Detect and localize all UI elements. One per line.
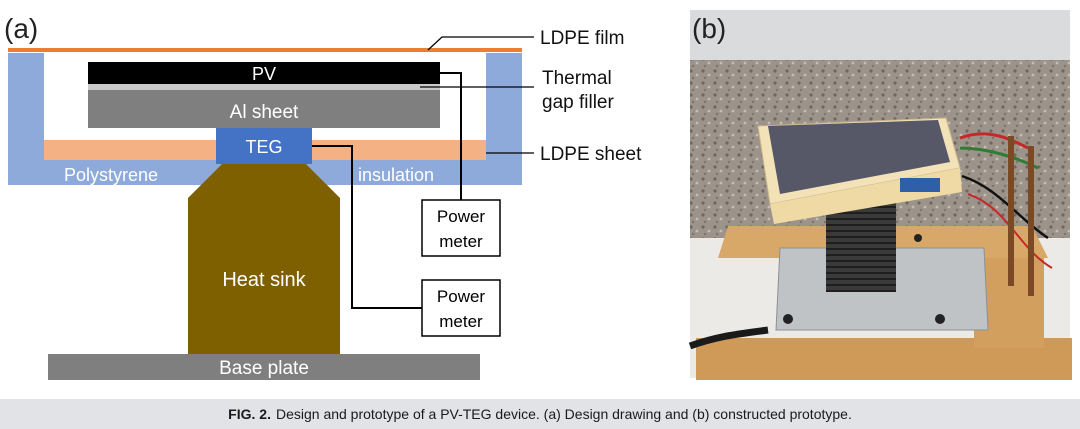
teg-wire (312, 145, 422, 309)
power-meter-line2: meter (439, 232, 483, 251)
black-wire (961, 174, 1049, 240)
al-sheet (88, 90, 440, 128)
pv-panel-surface (768, 120, 950, 194)
base-plate-label: Base plate (219, 358, 309, 379)
photo-heat-sink (826, 200, 896, 292)
ldpe-sheet-callout: LDPE sheet (540, 144, 642, 165)
prototype-photo: (b) (688, 8, 1072, 380)
background-wall (690, 10, 1070, 60)
design-drawing: (a) PV Al sheet TEG Polystyrene insulati… (4, 13, 642, 380)
caption-text: Design and prototype of a PV-TEG device.… (275, 406, 852, 422)
heat-sink (188, 164, 340, 354)
bolt (914, 234, 922, 242)
bolt (783, 314, 793, 324)
bolt (935, 314, 945, 324)
panel-a-tag: (a) (4, 13, 38, 44)
ldpe-film-callout: LDPE film (540, 28, 624, 49)
sticker (900, 178, 940, 192)
pv-wire (440, 72, 462, 200)
power-meter-teg: Power meter (421, 279, 501, 337)
ldpe-film (8, 48, 522, 52)
cable (688, 326, 769, 350)
panel-b-tag: (b) (692, 13, 726, 44)
caption-label: FIG. 2. (228, 406, 271, 422)
wooden-post (1028, 146, 1034, 296)
power-meter-line2: meter (439, 312, 483, 331)
insulation-enclosure (8, 53, 522, 185)
power-meter-line1: Power (437, 207, 486, 226)
ldpe-film-leader (427, 36, 534, 51)
thermal-callout-line2: gap filler (542, 92, 614, 113)
insulation-label: insulation (358, 165, 434, 185)
figure-caption: FIG. 2. Design and prototype of a PV-TEG… (0, 399, 1080, 429)
power-meter-line1: Power (437, 287, 486, 306)
al-sheet-label: Al sheet (230, 102, 299, 123)
red-wire (959, 132, 1029, 150)
heat-sink-label: Heat sink (222, 269, 306, 291)
teg-label: TEG (245, 137, 282, 157)
pv-layer (88, 62, 440, 84)
power-meter-pv: Power meter (421, 199, 501, 257)
polystyrene-label: Polystyrene (64, 165, 158, 185)
base-plate (48, 354, 480, 380)
thermal-gap-filler (88, 84, 440, 90)
teg-module (216, 128, 312, 164)
wooden-frame-front (696, 338, 1072, 380)
wooden-post (1008, 136, 1014, 286)
thermal-callout-line1: Thermal (542, 68, 612, 89)
pv-label: PV (252, 64, 276, 84)
